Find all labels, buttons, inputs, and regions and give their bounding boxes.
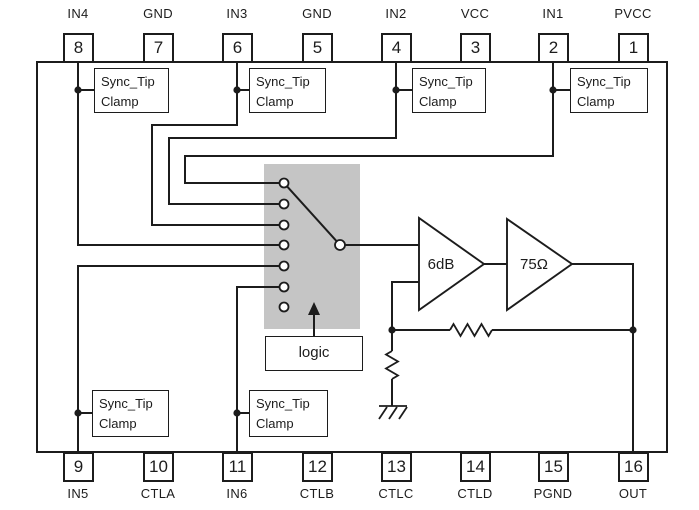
clamp-text-line2: Clamp — [99, 415, 137, 431]
switch-contact-in3 — [278, 219, 290, 231]
clamp-text-line1: Sync_Tip — [256, 74, 310, 89]
pin-13: 13 — [381, 452, 412, 482]
clamp-text-line1: Sync_Tip — [419, 74, 473, 89]
clamp-text-line1: Sync_Tip — [256, 396, 310, 411]
pin-6: 6 — [222, 33, 253, 63]
pin-label-gnd7: GND — [143, 6, 173, 21]
wire-in3 — [151, 62, 280, 226]
gain-amp-label: 6dB — [427, 256, 455, 273]
pin-label-in4: IN4 — [67, 6, 89, 21]
junction-dot — [74, 409, 82, 417]
switch-wiper — [286, 185, 338, 242]
pin-label-in2: IN2 — [385, 6, 407, 21]
pin-label-in5: IN5 — [67, 486, 89, 501]
pin-9: 9 — [63, 452, 94, 482]
pin-16: 16 — [618, 452, 649, 482]
clamp-text-line2: Clamp — [419, 93, 457, 109]
sync-tip-clamp-in4: Sync_Tip Clamp — [94, 68, 169, 113]
pin-7: 7 — [143, 33, 174, 63]
pin-label-pgnd: PGND — [533, 486, 573, 501]
pin-4: 4 — [381, 33, 412, 63]
pin-5: 5 — [302, 33, 333, 63]
switch-contact-in2 — [278, 198, 290, 210]
junction-dot — [233, 409, 241, 417]
pin-14: 14 — [460, 452, 491, 482]
clamp-text-line2: Clamp — [256, 93, 294, 109]
wire-in5 — [77, 265, 280, 452]
logic-arrow-head — [308, 302, 320, 315]
junction-dot — [233, 86, 241, 94]
shunt-resistor — [384, 350, 400, 380]
switch-contact-in6 — [278, 281, 290, 293]
pin-label-ctld: CTLD — [457, 486, 493, 501]
sync-tip-clamp-in5: Sync_Tip Clamp — [92, 390, 169, 437]
pin-label-ctlb: CTLB — [299, 486, 335, 501]
clamp-connection-stubs — [78, 89, 571, 414]
pin-label-in1: IN1 — [542, 6, 564, 21]
pin-label-ctla: CTLA — [140, 486, 176, 501]
pin-label-vcc: VCC — [460, 6, 490, 21]
pin-1: 1 — [618, 33, 649, 63]
wire-output — [572, 263, 634, 452]
wire-in2 — [168, 62, 397, 205]
pin-label-gnd5: GND — [302, 6, 332, 21]
pin-8: 8 — [63, 33, 94, 63]
clamp-text-line2: Clamp — [577, 93, 615, 109]
clamp-text-line1: Sync_Tip — [577, 74, 631, 89]
gain-amp-triangle — [418, 216, 486, 312]
switch-contact-in4 — [278, 239, 290, 251]
junction-dot — [392, 86, 400, 94]
junction-dot — [74, 86, 82, 94]
clamp-text-line1: Sync_Tip — [99, 396, 153, 411]
logic-block: logic — [265, 336, 363, 371]
pin-3: 3 — [460, 33, 491, 63]
pin-label-out: OUT — [618, 486, 648, 501]
output-driver-label: 75Ω — [520, 256, 548, 273]
sync-tip-clamp-in1: Sync_Tip Clamp — [570, 68, 648, 113]
pin-label-ctlc: CTLC — [378, 486, 414, 501]
wire-in1 — [184, 62, 554, 184]
sync-tip-clamp-in6: Sync_Tip Clamp — [249, 390, 328, 437]
feedback-resistor — [449, 322, 493, 338]
wire-in6 — [236, 286, 280, 452]
wire-feedback-to-amp-input — [391, 281, 419, 330]
pin-15: 15 — [538, 452, 569, 482]
switch-contact-in1 — [278, 177, 290, 189]
pin-label-pvcc: PVCC — [614, 6, 652, 21]
clamp-text-line2: Clamp — [256, 415, 294, 431]
sync-tip-clamp-in2: Sync_Tip Clamp — [412, 68, 486, 113]
pin-11: 11 — [222, 452, 253, 482]
ic-outline — [36, 61, 668, 453]
pin-10: 10 — [143, 452, 174, 482]
pin-2: 2 — [538, 33, 569, 63]
clamp-text-line2: Clamp — [101, 93, 139, 109]
wire-in4 — [77, 62, 280, 246]
ground-symbol — [378, 405, 408, 420]
junction-dot — [629, 326, 637, 334]
switch-contact-open — [278, 301, 290, 313]
sync-tip-clamp-in3: Sync_Tip Clamp — [249, 68, 326, 113]
pin-label-in6: IN6 — [226, 486, 248, 501]
switch-contact-in5 — [278, 260, 290, 272]
switch-pole — [334, 239, 346, 251]
output-driver-triangle — [506, 217, 574, 312]
pin-12: 12 — [302, 452, 333, 482]
junction-dot — [388, 326, 396, 334]
clamp-text-line1: Sync_Tip — [101, 74, 155, 89]
pin-label-in3: IN3 — [226, 6, 248, 21]
junction-dot — [549, 86, 557, 94]
